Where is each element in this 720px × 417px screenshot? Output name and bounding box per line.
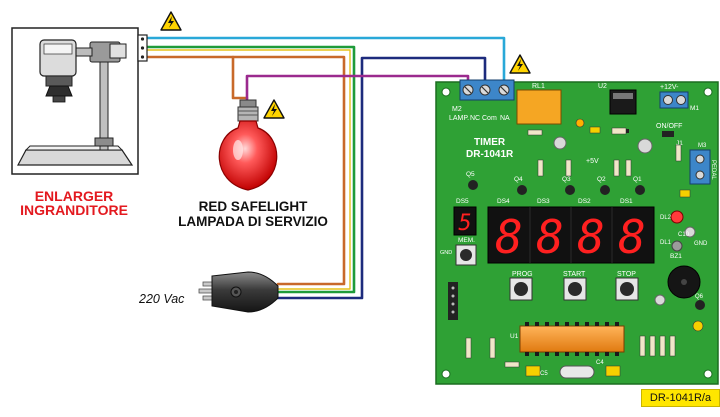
display-label: DS4	[497, 198, 510, 205]
label-m2: M2	[452, 106, 462, 113]
svg-text:Q1: Q1	[633, 176, 642, 183]
label-m3: M3	[698, 143, 707, 149]
wire-cyan	[145, 36, 506, 82]
svg-text:GND: GND	[440, 250, 452, 256]
svg-text:C5: C5	[540, 371, 548, 377]
led-dl2	[670, 210, 684, 224]
svg-text:Q6: Q6	[695, 294, 704, 300]
label-nc: NC	[470, 115, 480, 122]
label-pedal: PEDAL	[710, 160, 716, 180]
label-j1: J1	[676, 140, 683, 147]
safelight-label-it: LAMPADA DI SERVIZIO	[178, 214, 328, 229]
display-label: DS1	[620, 198, 633, 205]
label-rl1: RL1	[532, 83, 545, 90]
transistor	[517, 185, 527, 195]
svg-text:C4: C4	[596, 360, 604, 366]
display-digit: 8	[536, 210, 564, 264]
svg-text:Q4: Q4	[514, 176, 523, 183]
led-dl1	[671, 240, 683, 252]
svg-text:DL2: DL2	[660, 215, 672, 221]
crystal	[559, 365, 595, 379]
terminal-block-m3	[689, 149, 711, 185]
board-code-label: DR-1041R/a	[641, 389, 720, 407]
button-label-start: START	[563, 271, 586, 278]
wires	[145, 36, 506, 300]
small-display-digit: 5	[458, 211, 471, 236]
enlarger-label-it: INGRANDITORE	[20, 202, 128, 218]
button-label-stop: STOP	[617, 271, 636, 278]
safelight-bulb	[218, 99, 278, 191]
label-u1: U1	[510, 333, 519, 340]
svg-text:Q3: Q3	[562, 176, 571, 183]
voltage-label: 220 Vac	[139, 292, 185, 306]
label-m1: M1	[690, 105, 699, 112]
wire-brown-enlarger	[145, 55, 346, 286]
board-model: DR-1041R	[466, 149, 514, 160]
svg-text:+5V: +5V	[586, 158, 599, 165]
svg-text:Q5: Q5	[466, 171, 475, 178]
board-title: TIMER	[474, 137, 506, 148]
label-power: +12V-	[660, 84, 679, 91]
label-com: Com	[482, 115, 497, 122]
transistor	[468, 180, 478, 190]
display-label: DS3	[537, 198, 550, 205]
enlarger-illustration	[11, 27, 148, 175]
wire-brown-bulb	[231, 55, 249, 100]
transistor	[565, 185, 575, 195]
label-lamp: LAMP.	[449, 115, 469, 122]
small-display	[453, 206, 477, 236]
power-plug	[198, 271, 279, 313]
display-label: DS2	[578, 198, 591, 205]
wire-yellow-stripe	[146, 49, 351, 290]
svg-text:C10: C10	[678, 232, 690, 238]
display-digit: 8	[495, 210, 523, 264]
wire-green	[145, 45, 356, 294]
display-label: DS5	[456, 198, 469, 205]
relay	[516, 89, 562, 125]
transistor	[635, 185, 645, 195]
display-digit: 8	[618, 210, 646, 264]
wire-navy	[276, 56, 487, 300]
button-label-mem: MEM.	[458, 237, 475, 244]
safelight-label: RED SAFELIGHT	[198, 199, 308, 214]
label-u2: U2	[598, 83, 607, 90]
timer-pcb: M2 LAMP. NC Com NA RL1 U2 +12V- M1 ON/OF…	[435, 79, 719, 385]
chip-u1	[519, 325, 625, 353]
svg-text:DL1: DL1	[660, 240, 672, 246]
label-onoff: ON/OFF	[656, 123, 682, 130]
svg-text:GND: GND	[694, 241, 708, 247]
transistor	[600, 185, 610, 195]
enlarger-label: ENLARGER	[34, 188, 114, 204]
wire-purple	[245, 74, 470, 106]
label-na: NA	[500, 115, 510, 122]
button-label-prog: PROG	[512, 271, 533, 278]
onoff-switch	[662, 131, 674, 137]
svg-text:BZ1: BZ1	[670, 253, 682, 260]
warning-icon	[160, 11, 182, 31]
warning-icon	[509, 54, 531, 74]
display-digit: 8	[577, 210, 605, 264]
svg-text:Q2: Q2	[597, 176, 606, 183]
warning-icon	[263, 99, 285, 119]
